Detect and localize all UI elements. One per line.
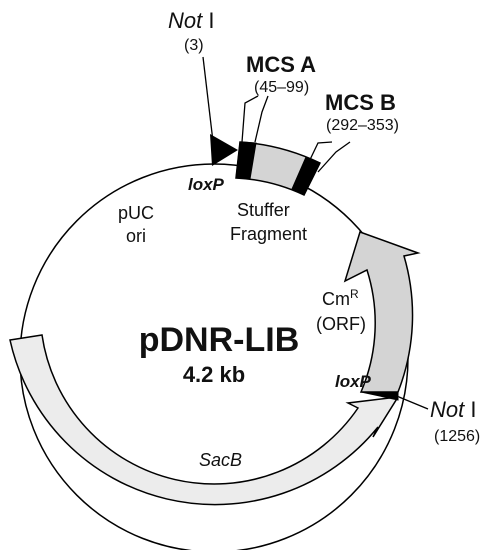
sacb-label: SacB	[199, 450, 242, 470]
loxp-top-label: loxP	[188, 175, 225, 194]
sacb-arrow	[9, 334, 400, 506]
noti-bottom-position: (1256)	[434, 428, 480, 445]
cmr-orf-label: (ORF)	[316, 314, 366, 334]
puc-label-1: pUC	[118, 203, 154, 223]
plasmid-name: pDNR-LIB	[139, 321, 300, 359]
plasmid-size: 4.2 kb	[183, 362, 245, 387]
mcs-b-label: MCS B	[325, 90, 396, 115]
noti-bottom-label: Not I	[430, 397, 477, 422]
loxp-right-label: loxP	[335, 372, 372, 391]
stuffer-label-2: Fragment	[230, 224, 307, 244]
loxp-right-marker	[360, 391, 399, 401]
noti-top-label: Not I	[168, 8, 215, 33]
cmr-label: CmR	[322, 287, 359, 309]
mcs-a-label: MCS A	[246, 52, 316, 77]
noti-top-leader	[202, 56, 215, 151]
mcs-a-leader-1	[241, 95, 259, 143]
loxp-top-marker	[210, 134, 238, 166]
mcs-a-leader-2	[254, 95, 269, 143]
noti-top-position: (3)	[184, 37, 204, 54]
mcs-b-leader-2	[317, 141, 351, 173]
mcs-b-leader-1	[305, 141, 333, 169]
puc-label-2: ori	[126, 226, 146, 246]
mcs-a-band	[235, 141, 257, 180]
noti-bottom-leader	[398, 396, 429, 410]
mcs-a-range: (45–99)	[254, 79, 309, 96]
stuffer-label-1: Stuffer	[237, 200, 290, 220]
cmr-arrow	[343, 231, 421, 393]
mcs-b-range: (292–353)	[326, 117, 399, 134]
